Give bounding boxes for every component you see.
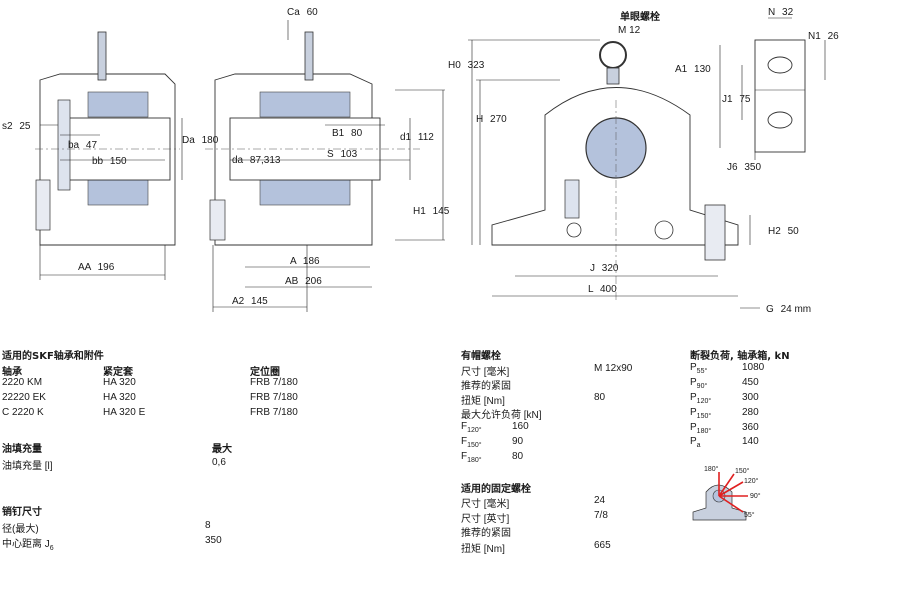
table-cell: FRB 7/180 [250, 407, 298, 418]
grease-heading: 油填充量 [2, 444, 42, 455]
fixing-bolt-label: 尺寸 [英寸] [461, 514, 510, 525]
angle-label: 120° [744, 477, 759, 485]
B1-label: B1 80 [332, 128, 363, 139]
cap-bolt-value: M 12x90 [594, 363, 633, 374]
accessories-heading: 适用的SKF轴承和附件 [2, 351, 104, 362]
table-cell: HA 320 [103, 377, 136, 388]
fixing-bolt-label: 尺寸 [毫米] [461, 499, 510, 510]
cap-bolt-label: 尺寸 [毫米] [461, 367, 510, 378]
cap-bolt-value: 80 [594, 392, 606, 403]
H2-label: H2 50 [768, 226, 799, 237]
H0-label: H0 323 [448, 60, 485, 71]
cap-load-label: F120° [461, 421, 482, 434]
Da-label: Da 180 [182, 135, 219, 146]
d1-label: d1 112 [400, 132, 434, 143]
angle-label: 180° [704, 465, 719, 473]
middle-section-view [205, 31, 420, 246]
breaking-label: P55° [690, 362, 708, 375]
angle-label: 150° [735, 467, 750, 475]
fixing-bolt-heading: 适用的固定螺栓 [461, 484, 531, 495]
N-label: N 32 [768, 7, 794, 18]
table-cell: HA 320 E [103, 407, 146, 418]
grease-label: 油填充量 [l] [2, 461, 53, 472]
G-label: G 24 mm [766, 304, 811, 315]
AA-label: AA 196 [78, 262, 115, 273]
load-direction-diagram: 180° 150° 120° 90° 55° [692, 465, 761, 521]
table-cell: FRB 7/180 [250, 377, 298, 388]
Ca-label: Ca 60 [287, 7, 318, 18]
table-cell: 22220 EK [2, 392, 46, 403]
A1-label: A1 130 [675, 64, 711, 75]
angle-label: 55° [744, 511, 755, 519]
breaking-label: P180° [690, 422, 712, 435]
grease-col-max: 最大 [212, 444, 232, 455]
J1-label: J1 75 [722, 94, 751, 105]
angle-label: 90° [750, 492, 761, 500]
H-label: H 270 [476, 114, 507, 125]
dowel-label: 径(最大) [2, 524, 39, 535]
col-bearing: 轴承 [2, 367, 22, 378]
dowel-heading: 销钉尺寸 [2, 507, 42, 518]
fixing-bolt-value: 7/8 [594, 510, 608, 521]
table-cell: HA 320 [103, 392, 136, 403]
breaking-value: 360 [742, 422, 759, 433]
eye-bolt-size: M 12 [618, 25, 641, 36]
A2-label: A2 145 [232, 296, 268, 307]
breaking-value: 450 [742, 377, 759, 388]
cap-load-label: F180° [461, 451, 482, 464]
breaking-value: 140 [742, 436, 759, 447]
breaking-label: P120° [690, 392, 712, 405]
cap-bolt-label: 推荐的紧固 [461, 381, 511, 392]
J-label: J 320 [590, 263, 619, 274]
L-label: L 400 [588, 284, 617, 295]
col-ring: 定位圈 [250, 367, 280, 378]
ba-label: ba 47 [68, 140, 97, 151]
fixing-bolt-value: 24 [594, 495, 606, 506]
cap-load-label: F150° [461, 436, 482, 449]
breaking-value: 1080 [742, 362, 765, 373]
da-label: da 87,313 [232, 155, 281, 166]
dowel-label: 中心距离 J6 [2, 539, 54, 552]
breaking-value: 280 [742, 407, 759, 418]
fixing-bolt-label: 扭矩 [Nm] [461, 544, 505, 555]
S-label: S 103 [327, 149, 358, 160]
s2-label: s2 25 [2, 121, 31, 132]
cap-load-value: 90 [512, 436, 524, 447]
breaking-label: Pa [690, 436, 701, 449]
fixing-bolt-label: 推荐的紧固 [461, 528, 511, 539]
middle-dimensions [212, 20, 445, 312]
breaking-value: 300 [742, 392, 759, 403]
table-cell: FRB 7/180 [250, 392, 298, 403]
col-sleeve: 紧定套 [103, 367, 133, 378]
dowel-value: 8 [205, 520, 211, 531]
grease-value: 0,6 [212, 457, 226, 468]
table-cell: 2220 KM [2, 377, 43, 388]
cap-bolt-heading: 有帽螺栓 [461, 351, 501, 362]
cap-bolt-label: 扭矩 [Nm] [461, 396, 505, 407]
front-dimensions [468, 39, 760, 309]
table-cell: C 2220 K [2, 407, 44, 418]
H1-label: H1 145 [413, 206, 450, 217]
left-section-view [35, 31, 180, 246]
breaking-label: P90° [690, 377, 708, 390]
dowel-value: 350 [205, 535, 222, 546]
cap-load-value: 80 [512, 451, 524, 462]
breaking-heading: 断裂负荷, 轴承箱, kN [690, 351, 790, 362]
front-view [491, 41, 739, 300]
A-label: A 186 [290, 256, 320, 267]
N1-label: N1 26 [808, 31, 839, 42]
bb-label: bb 150 [92, 156, 127, 167]
cap-load-value: 160 [512, 421, 529, 432]
cap-bolt-label: 最大允许负荷 [kN] [461, 410, 542, 421]
fixing-bolt-value: 665 [594, 540, 611, 551]
top-dimensions [719, 17, 826, 160]
left-dimensions [39, 118, 183, 280]
breaking-label: P150° [690, 407, 712, 420]
technical-drawing: s2 25 ba 47 bb 150 Da 180 AA 196 Ca 60 B… [2, 7, 839, 315]
top-view [754, 39, 806, 153]
J6-label: J6 350 [727, 162, 761, 173]
eye-bolt-label: 单眼螺栓 [620, 10, 660, 23]
AB-label: AB 206 [285, 276, 322, 287]
